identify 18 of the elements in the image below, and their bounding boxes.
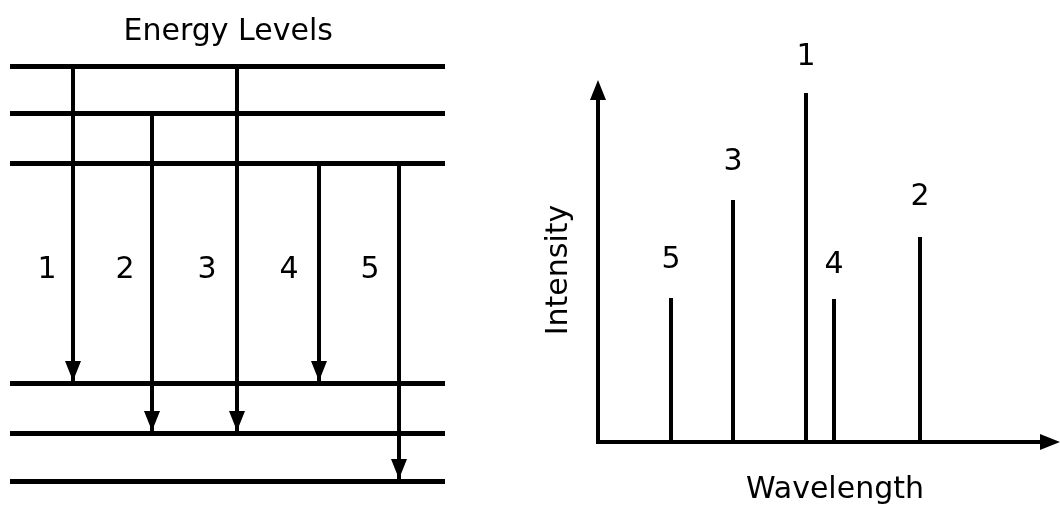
line-label: 4 [824,246,844,280]
edge-label: 5 [360,251,380,285]
axis-label: Intensity [539,204,574,336]
line-label: 2 [910,178,930,212]
diagram-title: Energy Levels [123,13,333,47]
edge-label: 1 [37,251,57,285]
line-label: 5 [661,241,681,275]
axis-label: Wavelength [746,471,924,505]
line-label: 1 [796,38,816,72]
transition-arrow [144,116,160,431]
edge-label: 4 [279,251,299,285]
edge-label: 3 [197,251,217,285]
transition-arrow [311,166,327,381]
transition-arrow [229,69,245,431]
line-label: 3 [723,143,743,177]
transition-arrow [65,69,81,381]
edge-label: 2 [115,251,135,285]
transition-arrow [391,166,407,479]
